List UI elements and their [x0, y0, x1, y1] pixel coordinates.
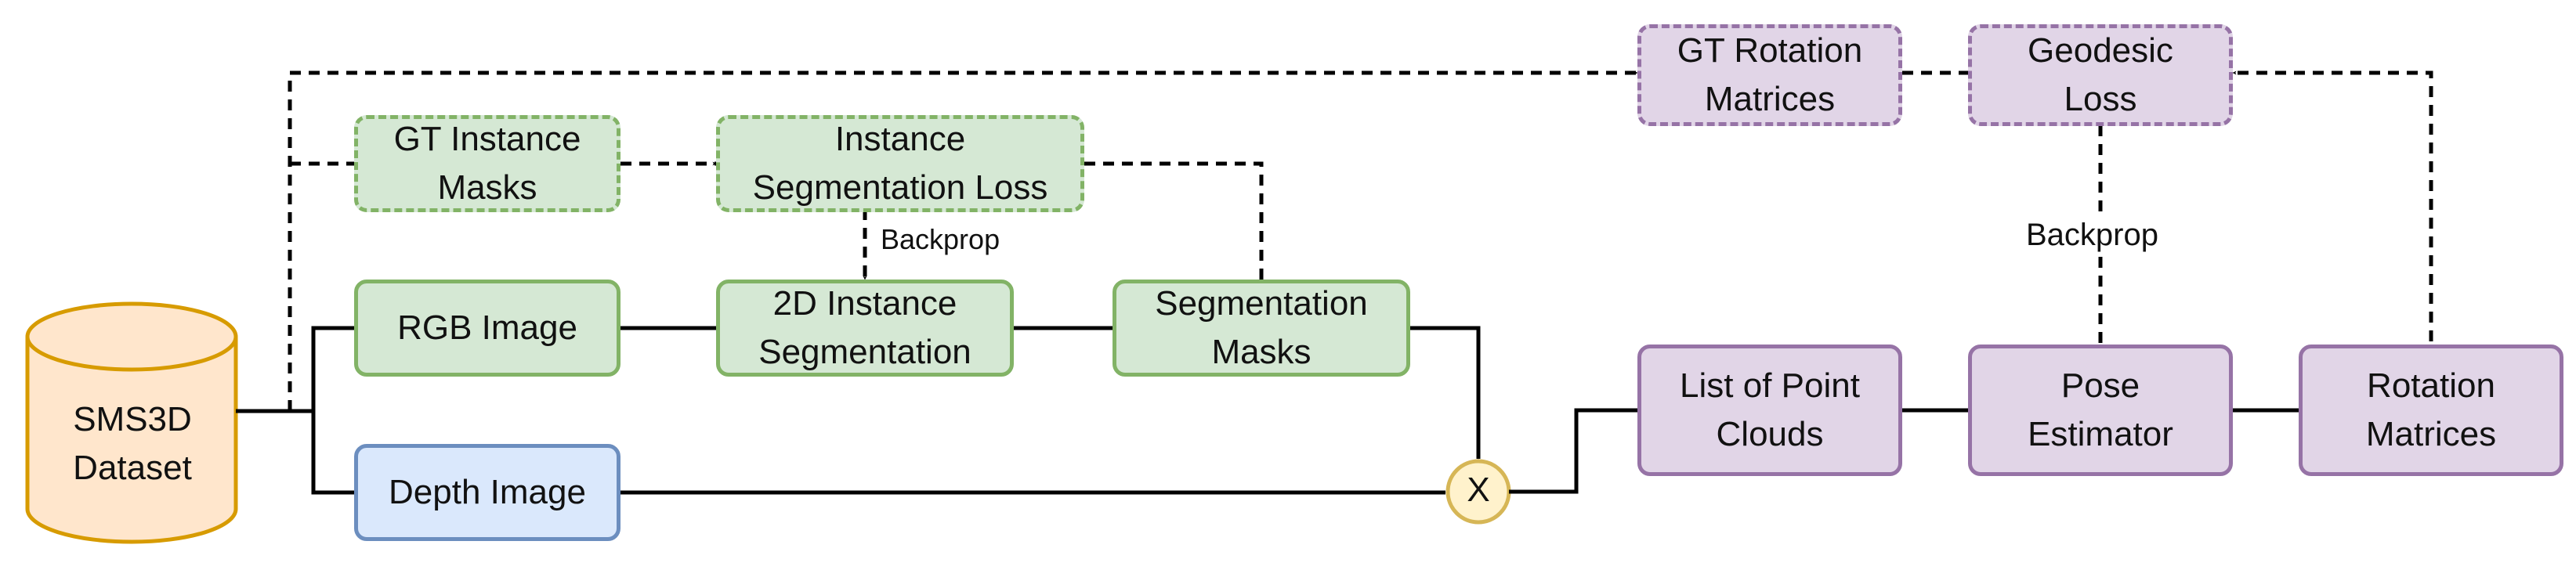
point-clouds-node: List of Point Clouds [1637, 345, 1902, 476]
gt-rotation-matrices-node: GT Rotation Matrices [1637, 24, 1902, 126]
edge-rotation-geodesic [2232, 70, 2433, 360]
combine-label: X [1467, 471, 1490, 509]
dataset-cylinder [25, 301, 238, 544]
geodesic-loss-node: Geodesic Loss [1968, 24, 2233, 126]
edge-masks-combine [1410, 326, 1481, 460]
gt-instance-masks-node: GT Instance Masks [354, 115, 620, 212]
edge-dataset-gt-rotation [288, 70, 1638, 411]
rgb-image-node: RGB Image [354, 280, 620, 377]
edge-dataset-rgb [311, 326, 355, 411]
edge-masks-seg-loss [1084, 161, 1264, 280]
rotation-matrices-node: Rotation Matrices [2299, 345, 2563, 476]
instance-segmentation-loss-node: Instance Segmentation Loss [716, 115, 1084, 212]
instance-segmentation-node: 2D Instance Segmentation [716, 280, 1014, 377]
edge-dataset-depth [311, 411, 355, 495]
pose-estimator-node: Pose Estimator [1968, 345, 2233, 476]
backprop-segmentation-label: Backprop [881, 221, 1000, 258]
depth-image-node: Depth Image [354, 444, 620, 541]
backprop-pose-label: Backprop [2026, 216, 2158, 254]
dataset-label: SMS3D Dataset [73, 400, 192, 487]
segmentation-masks-node: Segmentation Masks [1113, 280, 1410, 377]
edge-combine-pointclouds [1509, 408, 1638, 494]
